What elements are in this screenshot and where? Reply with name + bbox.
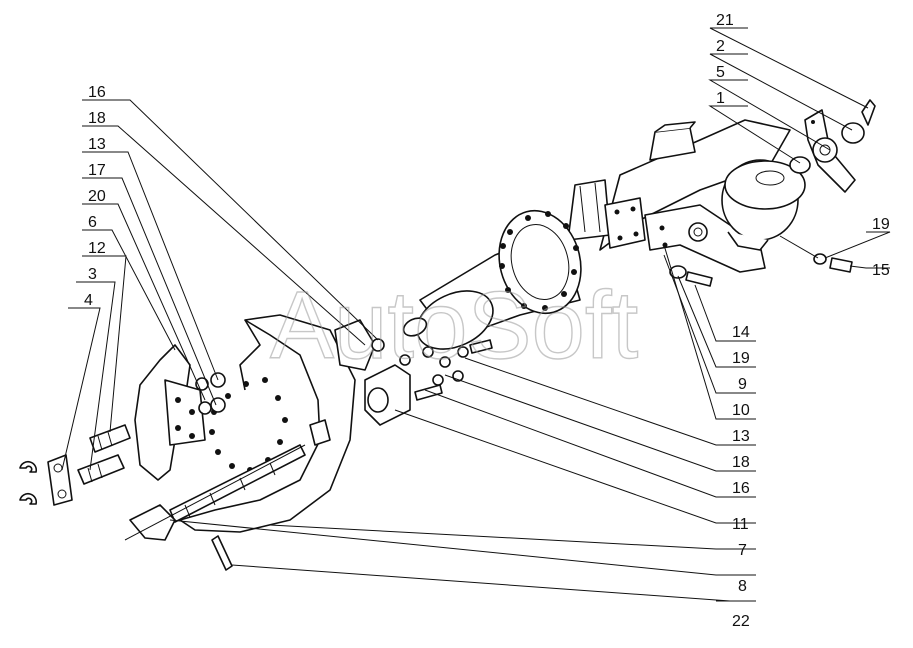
callout-11: 11 [732, 516, 749, 533]
axle-beam [567, 119, 791, 251]
callout-6-left: 6 [88, 214, 97, 231]
callout-4-left: 4 [84, 292, 93, 309]
slack-adjuster [789, 99, 876, 193]
callout-15: 15 [872, 262, 890, 279]
callout-1: 1 [716, 90, 725, 107]
brake-shield [179, 314, 356, 533]
bolt-19-15 [813, 253, 853, 273]
callout-3-left: 3 [88, 266, 97, 283]
callout-14: 14 [732, 324, 750, 341]
callout-16-left: 16 [88, 84, 106, 101]
callouts-right-column: 14 19 9 10 13 18 16 11 7 8 22 [732, 324, 750, 630]
callout-21: 21 [716, 12, 734, 29]
callouts-top-right: 21 2 5 1 [716, 12, 734, 107]
callouts-right-upper: 19 15 [872, 216, 890, 279]
leader-lines [61, 27, 891, 602]
link-plate [47, 454, 73, 506]
callout-10: 10 [732, 402, 750, 419]
brake-chamber-bracket [644, 204, 766, 273]
cotter-pin [211, 535, 233, 571]
callout-18-left: 18 [88, 110, 106, 127]
callout-16-right: 16 [732, 480, 750, 497]
small-fasteners [371, 338, 493, 401]
callout-22: 22 [732, 613, 750, 630]
callout-20-left: 20 [88, 188, 106, 205]
callouts-left: 16 18 13 17 20 6 12 3 4 [84, 84, 106, 309]
callout-12-left: 12 [88, 240, 106, 257]
callout-9: 9 [738, 376, 747, 393]
mounting-plate [604, 197, 646, 249]
callout-19-right: 19 [732, 350, 750, 367]
brake-chamber [721, 159, 806, 251]
callout-13-right: 13 [732, 428, 750, 445]
backing-plate [134, 344, 206, 481]
callout-19-upper: 19 [872, 216, 890, 233]
bolt-14 [669, 265, 713, 287]
anchor-pins [77, 424, 131, 485]
watermark-text: AutoSoft [270, 272, 638, 379]
callout-8: 8 [738, 578, 747, 595]
snap-rings [19, 460, 38, 505]
bushing-11 [334, 319, 411, 426]
callout-18-right: 18 [732, 454, 750, 471]
callout-13-left: 13 [88, 136, 106, 153]
callout-7: 7 [738, 542, 747, 559]
hub-flange [498, 209, 582, 315]
callout-17-left: 17 [88, 162, 106, 179]
callout-2: 2 [716, 38, 725, 55]
callout-5: 5 [716, 64, 725, 81]
